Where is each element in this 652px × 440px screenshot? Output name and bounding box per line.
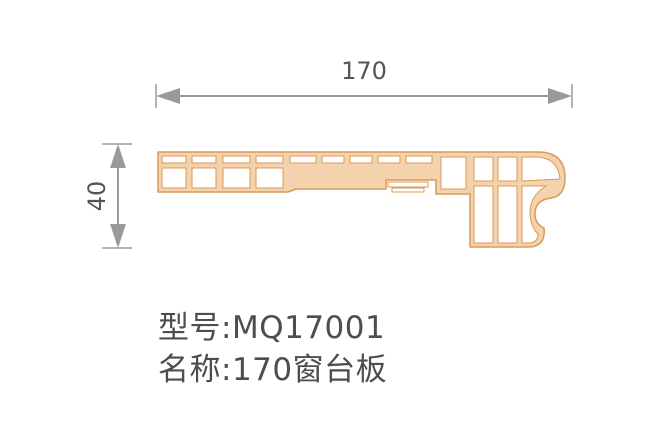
channel-top-7 — [349, 155, 373, 164]
name-label: 名称: — [158, 352, 232, 388]
right-chamber-b1 — [473, 185, 494, 244]
height-label: 40 — [83, 181, 111, 212]
channel-top-3 — [222, 155, 251, 164]
channel-top-5 — [289, 155, 317, 164]
chamber-2 — [191, 167, 217, 189]
width-arrow-right — [548, 88, 572, 104]
profile-chambers — [161, 155, 561, 244]
name-line: 名称:170窗台板 — [158, 344, 387, 389]
width-dimension — [155, 84, 573, 108]
model-line: 型号:MQ17001 — [158, 302, 385, 347]
slot-channel — [387, 181, 429, 188]
right-chamber-b2 — [497, 185, 518, 244]
channel-top-9 — [405, 155, 433, 164]
width-label: 170 — [341, 57, 387, 85]
right-chamber-a3 — [521, 156, 561, 182]
channel-top-6 — [321, 155, 345, 164]
height-arrow-bottom — [110, 224, 126, 248]
height-dimension — [102, 143, 132, 249]
right-chamber-tall — [440, 156, 467, 190]
channel-top-1 — [161, 155, 187, 164]
model-value: MQ17001 — [231, 310, 386, 346]
slot-channel-inner — [391, 187, 425, 193]
channel-top-4 — [255, 155, 284, 164]
height-arrow-top — [110, 144, 126, 168]
channel-top-2 — [191, 155, 217, 164]
width-arrow-left — [156, 88, 180, 104]
chamber-3 — [222, 167, 251, 189]
channel-top-8 — [377, 155, 401, 164]
right-chamber-b3 — [521, 185, 548, 244]
name-value: 170窗台板 — [231, 352, 388, 388]
model-label: 型号: — [158, 310, 232, 346]
chamber-1 — [161, 167, 187, 189]
chamber-4 — [255, 167, 284, 189]
right-chamber-a2 — [497, 156, 518, 182]
profile-section — [157, 151, 566, 248]
right-chamber-a1 — [473, 156, 494, 182]
